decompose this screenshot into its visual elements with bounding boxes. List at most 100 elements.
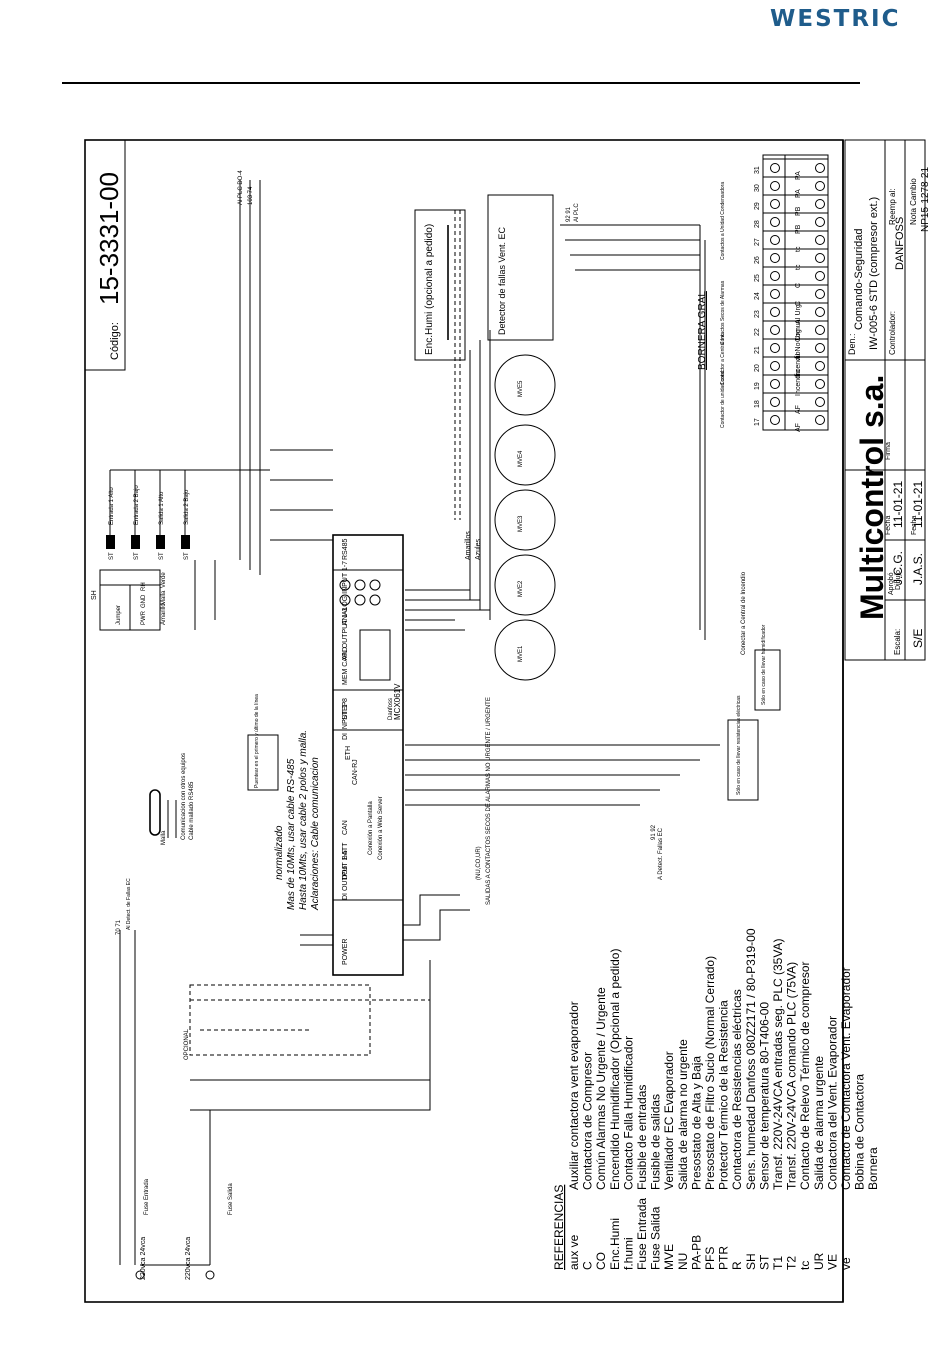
reference-desc: Transf. 220V-24VCA entradas seg. PLC (35… [771,939,785,1190]
al-detect-label: Al Detect. de Fallas EC [126,878,132,930]
plc-top-nums: 103 74 [248,186,254,205]
azules-label: Azules [475,538,482,560]
reference-desc: Contacto de Contactora Vent. Evaporador [839,967,853,1190]
bornera-group-label: Contactor de unidad cond. [720,369,726,428]
wire-malla: Malla [161,590,167,605]
code-box [84,139,126,371]
reference-desc: Transf. 220V-24VCA comando PLC (75VA) [785,962,799,1190]
reference-desc: Bobina de Contactora [853,1074,867,1190]
controller-port-label: DI OUTPUT 1-5 [342,850,349,900]
fecha2-value: 11-01-21 [911,481,925,528]
reference-code: C [581,1261,595,1270]
reference-code: T2 [785,1256,799,1270]
bornera-terminal-number: 26 [754,256,761,264]
bornera-terminal-tag: AF [795,405,802,414]
fuse-entrada-label: Fuse Entrada [144,1178,150,1215]
wire-amarillo: Amarillo [161,603,167,625]
plc-top-label: Al PLC DO-4 [238,170,244,205]
ec-fan [494,354,556,416]
den-label: Den.: [847,333,857,355]
supply-in-label: 220vca 24vca [185,1237,192,1280]
bornera-terminal-number: 17 [754,418,761,426]
bornera-terminal-tag: AF [795,423,802,432]
bornera-terminal-number: 28 [754,220,761,228]
controller-port-label: ETH [345,746,352,760]
humidity-sensor: SH Jumper PWR GND RH Amarillo Malla Verd… [91,569,167,631]
bornera-terminal-number: 29 [754,202,761,210]
ec-fan [494,489,556,551]
controller-port-label: BATT [342,842,349,860]
controller-port-label: CAN-RJ [352,759,359,785]
reference-desc: Salida de alarma no urgente [676,1039,690,1190]
den-value-1: Comando-Seguridad [853,228,865,330]
bridge-note: Puentear en el primero y último de la lí… [254,694,260,788]
reference-code: T1 [771,1256,785,1270]
cable-malla: Cable mallado RS485 [189,781,195,840]
fan-label: MVE4 [518,450,524,467]
controller-port-label: DI INPUT 1-8 [342,698,349,740]
malla-label: Malla [161,830,167,845]
reference-code: NU [676,1253,690,1270]
detector-ec-box [487,194,554,341]
sensor-tag: ST [109,552,115,560]
bornera-terminal-number: 31 [754,166,761,174]
jumper-label: Jumper [116,605,122,625]
bornera-group-label: Contactos a Unidad Condensadora [720,182,726,260]
reference-code: MVE [662,1244,676,1270]
bornera-terminal-tag: C [795,283,802,288]
bornera-group-label: Contactos Secos de Alarmas [720,280,726,345]
plc-side-label: Al PLC [574,203,580,222]
bornera-terminal-number: 19 [754,382,761,390]
escala-label: Escala: [893,629,902,655]
dibujo-value: J.C.G. [891,551,905,585]
reference-desc: Fusible de salidas [649,1094,663,1190]
enc-humi-box [414,209,466,361]
controller-port-label: ANALOG INPUT 1-7 [342,561,349,625]
fan-label: MVE2 [518,580,524,597]
nota-value: NP15-1278-21 [920,167,931,232]
sensor-label: Entrada 1 Alto [109,487,115,525]
reference-code: UR [812,1252,826,1270]
code-value: 15-3331-00 [94,172,124,305]
bornera-terminal-tag: PA [795,171,802,180]
bornera-terminal-tag: PB [795,224,802,234]
bornera-terminal-tag: Incendio [795,369,802,396]
reference-desc: Contactora de Compresor [581,1052,595,1190]
bornera-terminal-tag: C [795,301,802,306]
reference-desc: Ventilador EC Evaporador [662,1051,676,1190]
controller-port-label: STEP [342,701,349,720]
code-label: Código: [109,322,121,360]
firma-label: Firma [885,442,892,460]
comm-title: Aclaraciones: Cable comunicacion [310,757,321,911]
fan-label: MVE5 [518,380,524,397]
sensor-probe [181,535,190,549]
reference-code: tc [798,1261,812,1270]
solo-resist-note: Sólo en caso de llevar resistencias eléc… [736,695,742,795]
ec-fan [494,424,556,486]
sensor-tag: ST [134,552,140,560]
reference-desc: Auxiliar contactora vent evaporador [567,1001,581,1190]
aprobo-label: Aprobó [888,572,895,595]
references-title: REFERENCIAS [552,1185,566,1270]
reference-code: VE [825,1254,839,1270]
bornera-terminal-tag: tc [795,264,802,270]
bornera-group-label: Contactor a Central Inc. [720,332,726,385]
comm-line3: Mas de 10Mts, usar cable RS-485 [286,758,297,910]
sensor-label: Salida 1 Alto [159,491,165,525]
company-name: Multicontrol s.a. [854,375,890,620]
reference-desc: Contactora del Vent. Evaporador [825,1016,839,1190]
dibujo-label: Dibujo [895,570,902,590]
comm-line4: normalizado [274,825,285,880]
opcional-label: OPCIONAL [184,1028,190,1060]
reference-code: aux ve [567,1234,581,1270]
alarm-outputs-note: SALIDAS A CONTACTOS SECOS DE ALARMAS NO … [486,697,492,905]
reference-desc: Fusible de entradas [635,1085,649,1190]
comm-notes: Aclaraciones: Cable comunicacion Hasta 1… [149,694,321,911]
pin-pwr: PWR [141,610,147,625]
fecha1-value: 11-01-21 [891,481,905,528]
brand-logo: WESTRIC [770,6,901,32]
pin-gnd: GND [141,594,147,608]
